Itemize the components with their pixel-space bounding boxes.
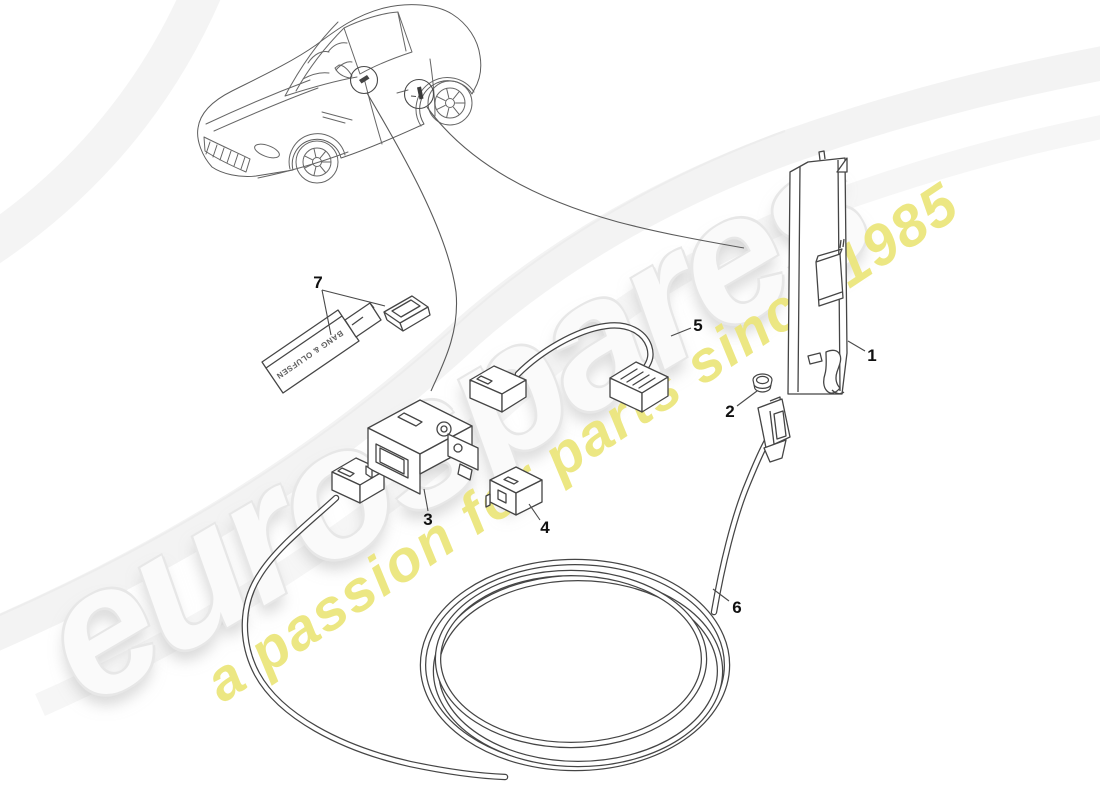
car-leader-lines xyxy=(366,92,745,392)
part-4-connector xyxy=(485,466,543,516)
front-wheel xyxy=(295,140,339,184)
label-leader-lines xyxy=(321,289,866,602)
callout-label-5[interactable]: 5 xyxy=(693,316,703,335)
callout-label-2[interactable]: 2 xyxy=(725,402,735,421)
callout-label-6[interactable]: 6 xyxy=(732,598,742,617)
part-6-connector-right xyxy=(757,396,791,463)
part-2-grommet xyxy=(752,373,773,393)
part-6-connector-left xyxy=(331,457,385,504)
part-7-usb-cap xyxy=(383,295,431,332)
part-5-cable-assembly xyxy=(469,322,669,413)
car-illustration xyxy=(197,4,482,184)
part-3-interface-module xyxy=(365,399,479,495)
callout-label-3[interactable]: 3 xyxy=(423,510,433,529)
rear-wheel xyxy=(427,80,473,126)
part-1-module xyxy=(787,150,848,395)
callout-label-1[interactable]: 1 xyxy=(867,346,877,365)
callout-label-4[interactable]: 4 xyxy=(540,518,550,537)
callout-circle-mirror xyxy=(349,65,379,95)
part-6-cable xyxy=(241,437,771,781)
callout-circle-door xyxy=(403,78,435,110)
callout-label-7[interactable]: 7 xyxy=(313,273,323,292)
part-7-usb-stick: BANG & OLUFSEN xyxy=(261,302,382,394)
